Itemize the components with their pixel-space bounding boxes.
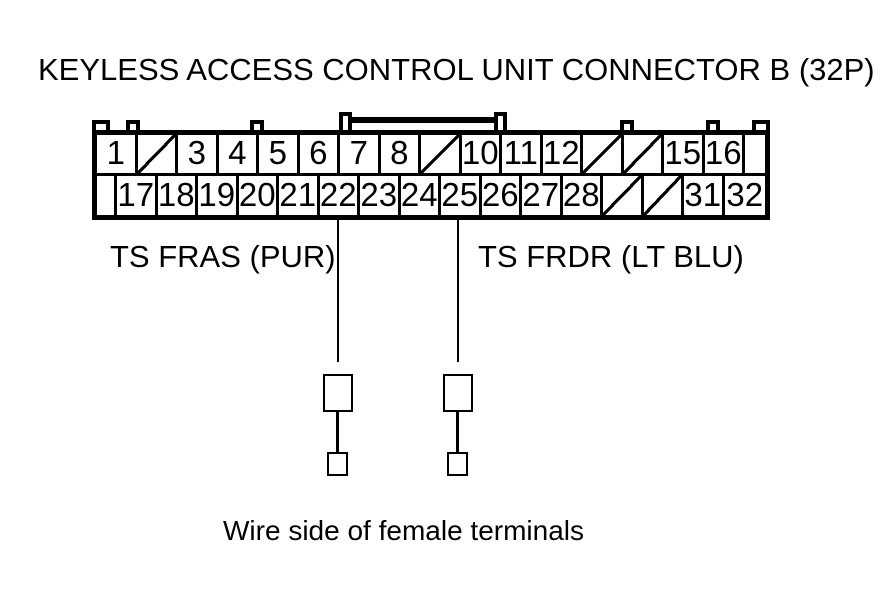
wire-pin-22-terminal-large	[323, 374, 353, 412]
pin-cell-25: 25	[441, 176, 482, 215]
connector-lock-post-right	[494, 112, 507, 134]
pin-cell-slashed	[583, 135, 624, 173]
pin-cell-11: 11	[502, 135, 543, 173]
pin-cell-5: 5	[259, 135, 300, 173]
pin-cell-20: 20	[239, 176, 279, 215]
pin-cell-12: 12	[543, 135, 583, 173]
pin-cell-8: 8	[381, 135, 421, 173]
pin-cell-31: 31	[684, 176, 725, 215]
wire-pin-22-lower-line	[336, 412, 339, 452]
pin-cell-22: 22	[320, 176, 360, 215]
wire-pin-22-line	[337, 218, 339, 362]
pin-cell-slashed	[421, 135, 462, 173]
wire-pin-25-lower-line	[456, 412, 459, 452]
pin-cell-6: 6	[300, 135, 340, 173]
connector-lock-bar	[345, 117, 500, 123]
pin-cell-23: 23	[360, 176, 401, 215]
pin-cell-slashed	[643, 176, 684, 215]
wire-pin-25-terminal-small	[447, 452, 468, 476]
pin-cell-32: 32	[726, 176, 764, 213]
pin-cell-17: 17	[117, 176, 158, 215]
pin-cell-1: 1	[97, 135, 138, 173]
pin-cell-24: 24	[401, 176, 441, 215]
pin-cell-15: 15	[664, 135, 705, 173]
pin-cell-16: 16	[705, 135, 745, 173]
pin-cell-slashed	[137, 135, 178, 173]
wire-pin-22-terminal-small	[327, 452, 348, 476]
wire-label-pin-22: TS FRAS (PUR)	[110, 239, 336, 274]
pin-cell-4: 4	[219, 135, 259, 173]
pin-cell-21: 21	[279, 176, 320, 215]
pin-cell-7: 7	[340, 135, 381, 173]
pin-cell-slashed	[603, 176, 644, 215]
pin-cell-18: 18	[158, 176, 198, 215]
pin-cell-28: 28	[563, 176, 603, 215]
wire-pin-25-terminal-large	[443, 374, 473, 412]
caption: Wire side of female terminals	[223, 515, 585, 546]
connector-lock-post-left	[339, 112, 352, 134]
pin-cell-27: 27	[522, 176, 563, 215]
diagram-title: KEYLESS ACCESS CONTROL UNIT CONNECTOR B …	[38, 52, 875, 87]
pin-cell-10: 10	[462, 135, 502, 173]
pin-cell-19: 19	[198, 176, 239, 215]
pin-cell-26: 26	[482, 176, 522, 215]
pin-cell-slashed	[623, 135, 664, 173]
wire-label-pin-25: TS FRDR (LT BLU)	[478, 239, 744, 274]
wire-pin-25-line	[457, 218, 459, 362]
pin-cell-3: 3	[178, 135, 219, 173]
